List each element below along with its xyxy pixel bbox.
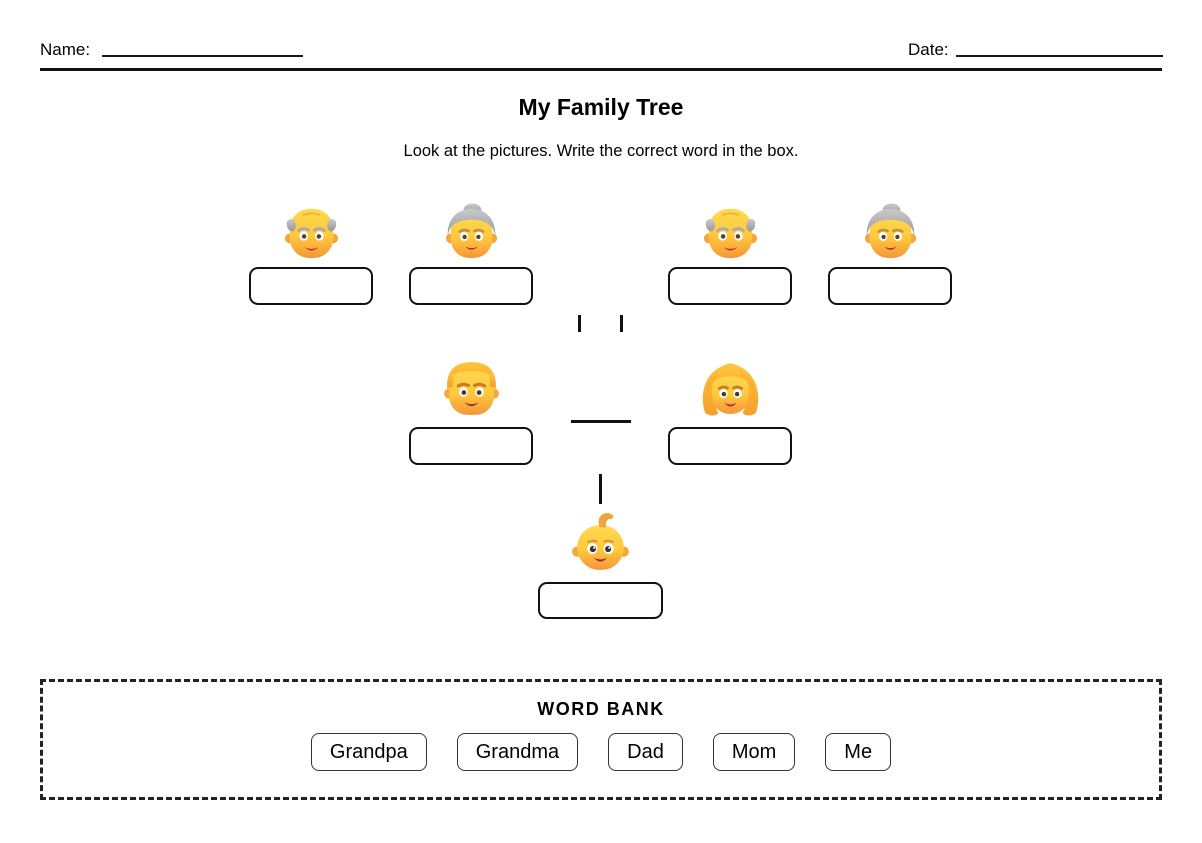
tree-node-child [537,511,663,619]
tree-node-father [409,356,533,465]
header-divider [40,68,1162,71]
answer-box[interactable] [668,267,792,305]
word-chip-grandpa[interactable]: Grandpa [310,733,427,771]
word-bank: WORD BANK Grandpa Grandma Dad Mom Me [40,679,1162,800]
instructions-text: Look at the pictures. Write the correct … [403,142,799,160]
word-chip-dad[interactable]: Dad [608,733,683,771]
date-input-line[interactable] [956,39,1163,57]
tree-node-grandparent-4 [828,201,952,305]
old-woman-emoji [859,201,922,264]
old-woman-emoji [440,201,503,264]
answer-box[interactable] [668,427,792,465]
tree-node-grandparent-1 [249,201,373,305]
answer-box[interactable] [249,267,373,305]
man-emoji [439,356,504,421]
answer-box[interactable] [409,427,533,465]
name-input-line[interactable] [102,39,303,57]
answer-box[interactable] [409,267,533,305]
tree-node-grandparent-3 [668,201,792,305]
page-title: My Family Tree [518,94,684,120]
tree-node-mother [668,356,792,465]
old-man-emoji [699,201,762,264]
date-label: Date: [908,40,949,59]
tree-node-grandparent-2 [409,201,533,305]
word-chip-grandma[interactable]: Grandma [456,733,579,771]
word-bank-chips: Grandpa Grandma Dad Mom Me [43,733,1159,771]
baby-emoji [568,511,633,576]
word-chip-mom[interactable]: Mom [712,733,796,771]
old-man-emoji [280,201,343,264]
answer-box[interactable] [537,582,663,619]
marriage-connector-line [571,420,631,423]
child-connector-line [599,474,602,504]
connector-line [620,315,623,332]
name-label: Name: [40,40,91,59]
answer-box[interactable] [828,267,952,305]
word-bank-title: WORD BANK [537,699,665,719]
connector-line [578,315,581,332]
word-chip-me[interactable]: Me [825,733,892,771]
woman-emoji [698,356,763,421]
